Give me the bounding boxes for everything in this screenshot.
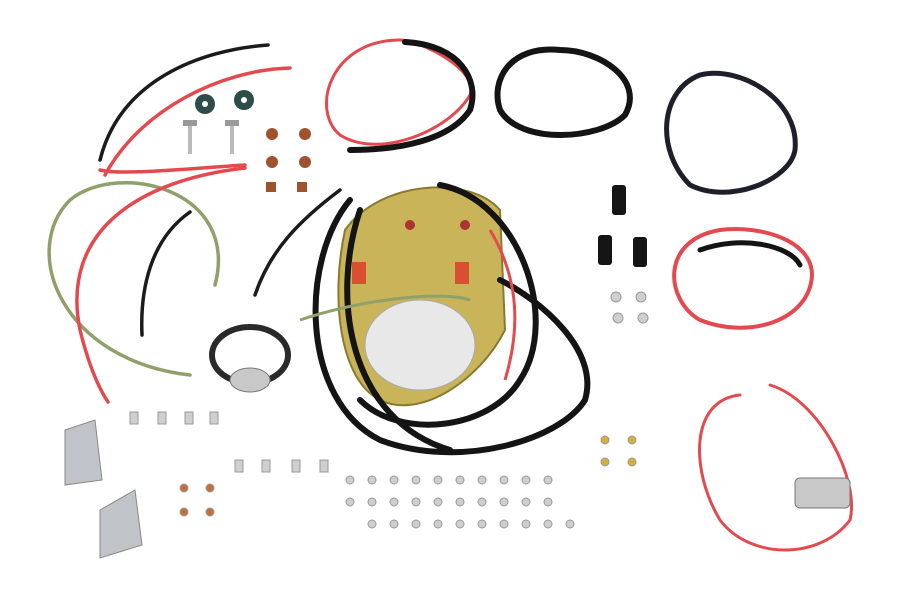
small-hardware (129, 291, 649, 529)
connectors (598, 185, 647, 267)
switch-coil (209, 324, 291, 393)
brackets (64, 419, 143, 559)
switch-panel-harness (299, 182, 591, 456)
loose-wires-top-left (47, 43, 342, 404)
wire-coils-top (325, 38, 853, 552)
end-switch (794, 477, 851, 509)
washers-bolts (183, 90, 311, 192)
